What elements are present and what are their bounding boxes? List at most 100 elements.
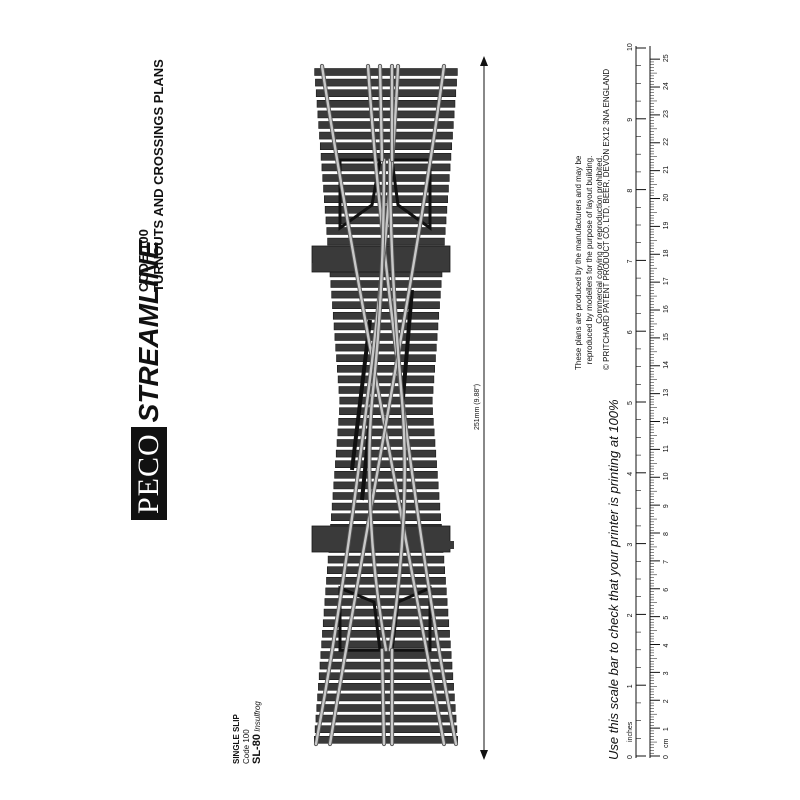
rail: [378, 64, 384, 162]
sleeper: [334, 470, 438, 479]
sleeper: [324, 195, 448, 203]
cm-tick-label: 16: [663, 305, 670, 313]
sleeper: [337, 375, 435, 384]
cm-tick-label: 25: [663, 54, 670, 62]
sleeper: [318, 672, 454, 681]
inch-tick-label: 10: [627, 43, 634, 51]
sleeper: [331, 513, 441, 522]
sleeper: [325, 587, 447, 596]
sleeper: [319, 661, 453, 670]
wing-rail: [390, 158, 432, 231]
check-rail: [400, 289, 414, 411]
sleeper: [318, 121, 454, 129]
sleeper: [319, 131, 453, 140]
sleeper: [316, 704, 456, 712]
sleeper: [336, 354, 436, 363]
scale-bar-note: Use this scale bar to check that your pr…: [606, 399, 621, 760]
notes-line-1: These plans are produced by the manufact…: [574, 155, 583, 370]
sleeper: [335, 343, 437, 352]
sleeper: [318, 682, 454, 691]
cm-tick-label: 18: [663, 249, 670, 257]
sleeper: [319, 142, 453, 150]
cm-tick-label: 0: [663, 755, 670, 759]
sleeper: [326, 566, 446, 575]
cm-tick-label: 12: [663, 417, 670, 425]
dimension-line: [480, 56, 488, 760]
inch-tick-label: 5: [627, 401, 634, 405]
sleeper: [320, 651, 452, 659]
sleeper: [334, 333, 438, 341]
length-dimension: 251mm (9.88"): [474, 383, 481, 430]
wing-rail: [338, 158, 382, 231]
inch-tick-label: 6: [627, 330, 634, 334]
copyright-notes: These plans are produced by the manufact…: [574, 156, 606, 370]
sleeper: [326, 576, 446, 585]
cm-tick-label: 14: [663, 361, 670, 369]
bearer-block: [311, 525, 451, 553]
rail: [320, 64, 446, 746]
inch-tick-label: 3: [627, 543, 634, 547]
sleeper: [322, 629, 450, 638]
sleeper: [332, 311, 440, 320]
cm-tick-label: 3: [663, 671, 670, 675]
cm-tick-label: 10: [663, 472, 670, 480]
cm-tick-label: 17: [663, 277, 670, 285]
cm-tick-label: 2: [663, 699, 670, 703]
sleeper: [333, 481, 439, 490]
cm-tick-label: 23: [663, 110, 670, 118]
sleeper: [332, 301, 440, 310]
cm-tick-label: 6: [663, 588, 670, 592]
rail: [328, 64, 446, 746]
cm-tick-label: 7: [663, 560, 670, 564]
cm-tick-label: 8: [663, 532, 670, 536]
sleeper: [335, 449, 437, 458]
sleeper: [315, 78, 457, 87]
sleeper: [335, 460, 437, 469]
rail: [380, 648, 386, 746]
rail: [368, 158, 388, 652]
inch-tick-label: 7: [627, 259, 634, 263]
sleeper: [333, 322, 439, 331]
sleeper: [323, 608, 449, 617]
sleeper: [327, 555, 445, 564]
cm-tick-label: 24: [663, 82, 670, 90]
sleeper: [339, 396, 433, 405]
sleeper: [315, 89, 457, 97]
notes-line-2: reproduced by modellers for the purpose …: [584, 155, 594, 365]
sleeper: [317, 110, 455, 119]
sleeper: [317, 693, 455, 702]
check-rail: [350, 319, 372, 471]
cm-tick-label: 9: [663, 504, 670, 508]
cm-tick-label: 21: [663, 166, 670, 174]
sleeper: [324, 598, 448, 606]
sleeper: [337, 364, 435, 373]
inch-tick-label: 2: [627, 613, 634, 617]
cm-tick-label: 1: [663, 727, 670, 731]
cm-tick-label: 20: [663, 194, 670, 202]
tie-bar: [312, 263, 334, 271]
cm-tick-label: 15: [663, 333, 670, 341]
sleeper: [315, 714, 457, 723]
inch-tick-label: 8: [627, 189, 634, 193]
inch-tick-label: 1: [627, 684, 634, 688]
rail: [388, 158, 406, 652]
cm-tick-label: 19: [663, 222, 670, 230]
cm-tick-label: 13: [663, 389, 670, 397]
sleeper: [331, 290, 441, 299]
copyright-line: © PRITCHARD PATENT PRODUCT CO. LTD, BEER…: [602, 68, 611, 370]
inches-unit-label: inches: [627, 721, 634, 742]
rails: [313, 63, 459, 747]
sleeper: [316, 100, 456, 108]
cm-tick-label: 4: [663, 644, 670, 648]
sleeper: [338, 386, 434, 394]
sleeper: [323, 184, 449, 193]
sleeper: [331, 502, 441, 511]
cm-tick-label: 11: [663, 445, 670, 452]
tie-bar: [430, 541, 454, 549]
inch-tick-label: 9: [627, 118, 634, 122]
cm-tick-label: 5: [663, 616, 670, 620]
sleeper: [332, 492, 440, 500]
sleeper: [314, 68, 458, 76]
